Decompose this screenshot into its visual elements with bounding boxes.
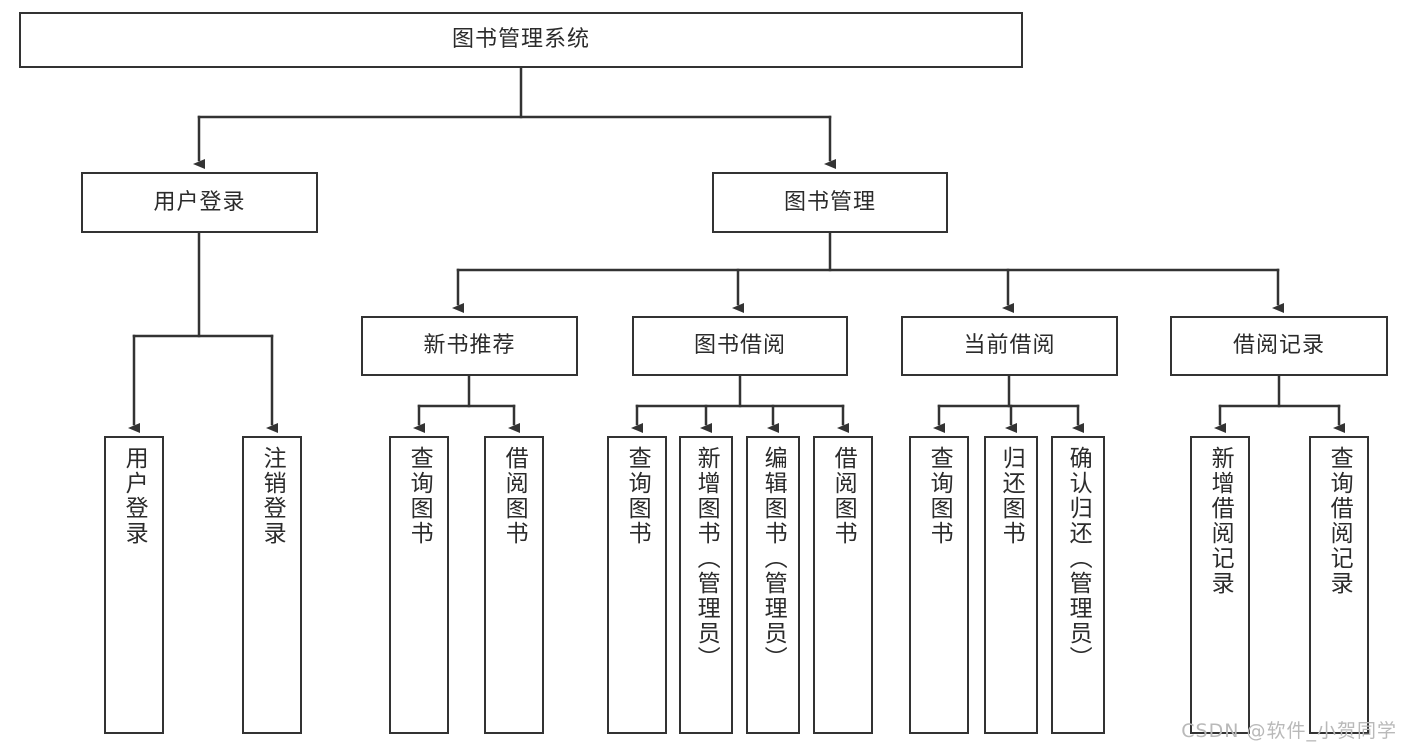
node-leaf-edit-book-label: 编辑图书（管理员） bbox=[760, 446, 787, 671]
node-leaf-borrow-book-2[interactable]: 借阅图书 bbox=[813, 436, 873, 734]
node-leaf-add-book-label: 新增图书（管理员） bbox=[693, 446, 720, 671]
node-root[interactable]: 图书管理系统 bbox=[19, 12, 1023, 68]
node-leaf-add-book[interactable]: 新增图书（管理员） bbox=[679, 436, 733, 734]
node-book-borrow-label: 图书借阅 bbox=[693, 333, 786, 359]
node-borrow-record[interactable]: 借阅记录 bbox=[1170, 316, 1388, 376]
node-leaf-confirm-return-label: 确认归还（管理员） bbox=[1065, 446, 1092, 671]
node-leaf-confirm-return[interactable]: 确认归还（管理员） bbox=[1051, 436, 1105, 734]
node-current-borrow-label: 当前借阅 bbox=[963, 333, 1056, 359]
node-leaf-query-book-3[interactable]: 查询图书 bbox=[909, 436, 969, 734]
node-leaf-query-book-2[interactable]: 查询图书 bbox=[607, 436, 667, 734]
node-leaf-borrow-book-1[interactable]: 借阅图书 bbox=[484, 436, 544, 734]
node-leaf-add-record[interactable]: 新增借阅记录 bbox=[1190, 436, 1250, 734]
node-leaf-return-book[interactable]: 归还图书 bbox=[984, 436, 1038, 734]
node-leaf-borrow-book-2-label: 借阅图书 bbox=[830, 446, 857, 546]
node-leaf-logout-label: 注销登录 bbox=[259, 446, 286, 546]
node-leaf-query-book-1[interactable]: 查询图书 bbox=[389, 436, 449, 734]
node-book-manage[interactable]: 图书管理 bbox=[712, 172, 948, 233]
node-new-book-rec-label: 新书推荐 bbox=[423, 333, 516, 359]
node-book-borrow[interactable]: 图书借阅 bbox=[632, 316, 848, 376]
node-current-borrow[interactable]: 当前借阅 bbox=[901, 316, 1118, 376]
node-leaf-query-record-label: 查询借阅记录 bbox=[1326, 446, 1353, 596]
node-leaf-query-record[interactable]: 查询借阅记录 bbox=[1309, 436, 1369, 734]
csdn-watermark: CSDN @软件_小贺同学 bbox=[1181, 720, 1397, 742]
node-leaf-query-book-1-label: 查询图书 bbox=[406, 446, 433, 546]
node-leaf-logout[interactable]: 注销登录 bbox=[242, 436, 302, 734]
node-root-label: 图书管理系统 bbox=[451, 27, 590, 53]
node-leaf-query-book-3-label: 查询图书 bbox=[926, 446, 953, 546]
node-leaf-borrow-book-1-label: 借阅图书 bbox=[501, 446, 528, 546]
node-leaf-user-login-label: 用户登录 bbox=[121, 446, 148, 546]
node-borrow-record-label: 借阅记录 bbox=[1232, 333, 1325, 359]
node-user-login-label: 用户登录 bbox=[153, 189, 246, 215]
node-new-book-rec[interactable]: 新书推荐 bbox=[361, 316, 578, 376]
node-leaf-edit-book[interactable]: 编辑图书（管理员） bbox=[746, 436, 800, 734]
node-leaf-return-book-label: 归还图书 bbox=[998, 446, 1025, 546]
node-leaf-user-login[interactable]: 用户登录 bbox=[104, 436, 164, 734]
node-user-login[interactable]: 用户登录 bbox=[81, 172, 318, 233]
node-leaf-query-book-2-label: 查询图书 bbox=[624, 446, 651, 546]
node-book-manage-label: 图书管理 bbox=[783, 189, 876, 215]
node-leaf-add-record-label: 新增借阅记录 bbox=[1207, 446, 1234, 596]
